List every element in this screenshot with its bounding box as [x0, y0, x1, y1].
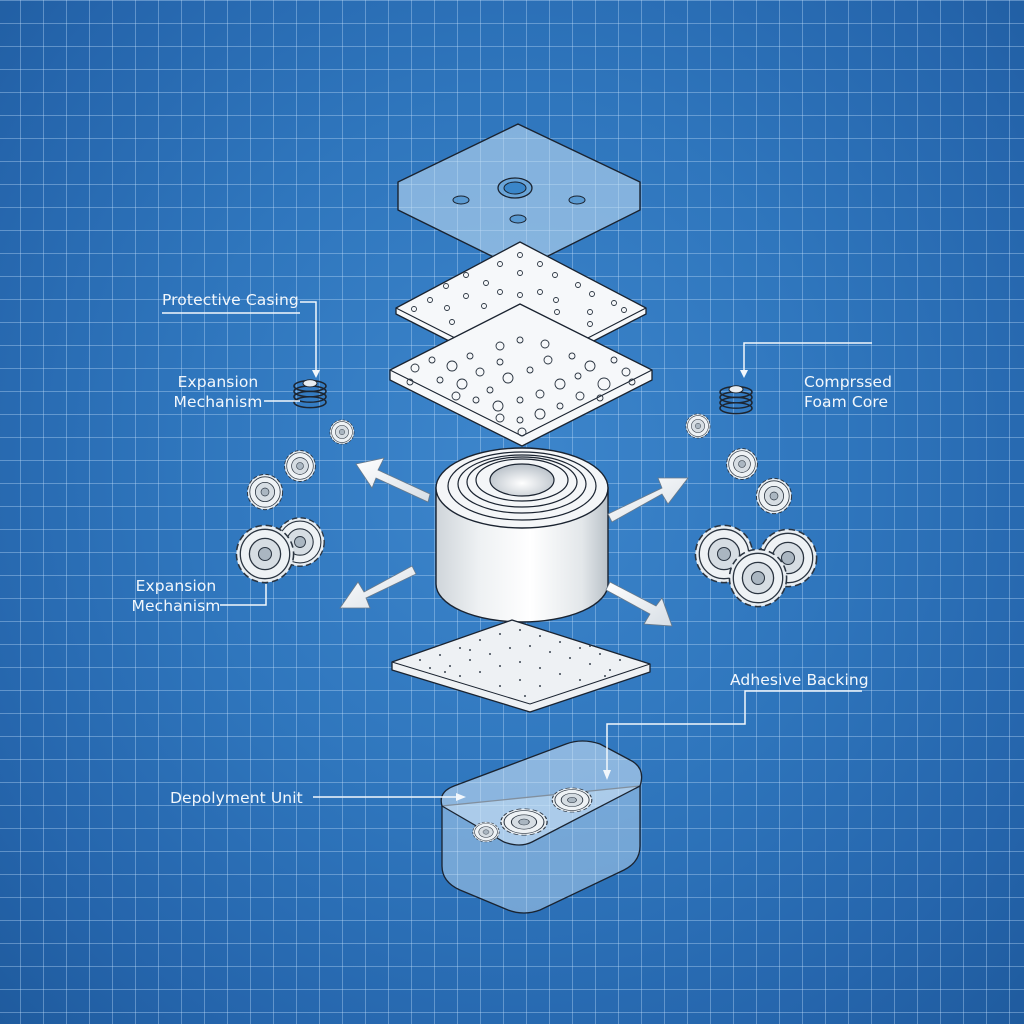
leader-arrowheads [312, 370, 748, 801]
label-compressed-foam-core: Comprssed Foam Core [804, 372, 892, 412]
top-casing-plate [397, 123, 641, 271]
label-line: Expansion [177, 373, 259, 391]
speckled-layer [391, 619, 651, 713]
label-adhesive-backing: Adhesive Backing [730, 671, 869, 689]
right-gear-cluster [685, 384, 818, 608]
expansion-arrows [339, 457, 689, 627]
label-protective-casing: Protective Casing [162, 291, 299, 309]
arrow-up-left-icon [355, 457, 431, 503]
arrow-down-right-icon [605, 581, 673, 627]
label-line: Comprssed [804, 373, 893, 391]
label-line: Foam Core [804, 393, 889, 411]
label-line: Mechanism [173, 393, 263, 411]
arrow-down-left-icon [339, 565, 417, 609]
arrow-up-right-icon [607, 477, 689, 523]
label-expansion-mechanism-top: Expansion Mechanism [168, 372, 268, 412]
label-deployment-unit: Depolyment Unit [170, 789, 303, 807]
perforated-layer-2 [389, 303, 653, 447]
label-line: Expansion [135, 577, 217, 595]
label-line: Mechanism [131, 597, 221, 615]
leader-lines [162, 301, 872, 798]
label-expansion-mechanism-bottom: Expansion Mechanism [126, 576, 226, 616]
foam-roll-core [435, 447, 609, 623]
deployment-box [440, 740, 643, 914]
